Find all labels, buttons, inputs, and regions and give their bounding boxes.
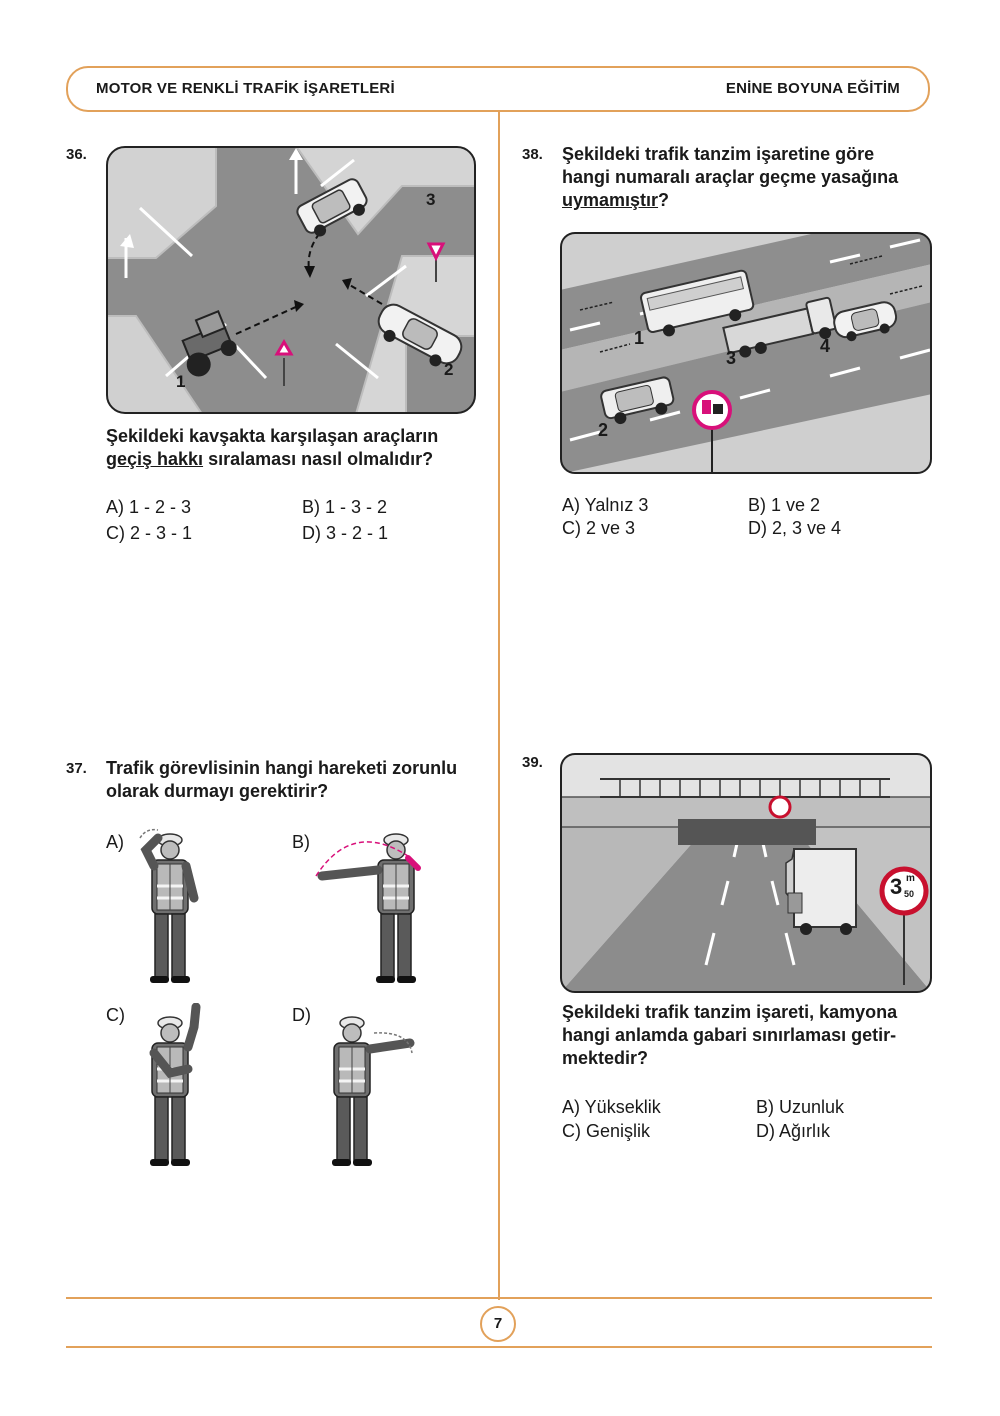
q38-number: 38. [522, 146, 543, 163]
q38-vehicle-label-3: 3 [726, 348, 737, 368]
q36-vehicle-label-1: 1 [176, 372, 186, 391]
q36-option-c[interactable]: C) 2 - 3 - 1 [106, 523, 193, 543]
q37-officer-a[interactable] [130, 828, 220, 990]
q37-question-text: Trafik görevlisinin hangi hareketi zorun… [106, 757, 496, 803]
q38-option-b[interactable]: B) 1 ve 2 [748, 495, 821, 515]
q39-option-c[interactable]: C) Genişlik [562, 1121, 651, 1141]
q39-sign-sub: 50 [904, 889, 915, 899]
q37-figure-label-b: B) [292, 832, 310, 852]
q39-option-a[interactable]: A) Yükseklik [562, 1097, 661, 1117]
q39-bridge-figure: 3 m 50 [560, 753, 932, 993]
q38-text-line3: ? [658, 190, 670, 210]
page-number: 7 [480, 1306, 516, 1342]
q39-text-line3: mektedir? [562, 1048, 649, 1068]
q36-vehicle-label-3: 3 [426, 190, 436, 209]
q38-road-figure: 1 2 3 4 [560, 232, 932, 474]
q37-officer-b[interactable] [312, 828, 438, 990]
q36-text-underlined: geçiş hakkı [106, 449, 204, 469]
q37-text-line2: olarak durmayı gerektirir? [106, 781, 329, 801]
q36-option-d[interactable]: D) 3 - 2 - 1 [302, 523, 389, 543]
q37-figure-label-c: C) [106, 1005, 125, 1025]
q39-number: 39. [522, 754, 543, 771]
footer-rule-top [66, 1297, 932, 1299]
header-right-title: ENİNE BOYUNA EĞİTİM [725, 80, 900, 97]
q38-vehicle-label-2: 2 [598, 420, 609, 440]
q37-officer-c[interactable] [130, 1003, 220, 1171]
q38-option-d[interactable]: D) 2, 3 ve 4 [748, 518, 842, 538]
q37-officer-d[interactable] [312, 1003, 422, 1171]
q36-text-line1: Şekildeki kavşakta karşılaşan araçların [106, 426, 439, 446]
q39-question-text: Şekildeki trafik tanzim işareti, kamyona… [562, 1001, 932, 1070]
q38-text-line1: Şekildeki trafik tanzim işaretine göre [562, 144, 875, 164]
q37-text-line1: Trafik görevlisinin hangi hareketi zorun… [106, 758, 458, 778]
q39-sign-unit: m [906, 873, 915, 884]
q38-text-underlined: uymamıştır [562, 190, 659, 210]
q38-vehicle-label-1: 1 [634, 328, 645, 348]
q36-text-line2: sıralaması nasıl olmalıdır? [203, 449, 434, 469]
q39-option-b[interactable]: B) Uzunluk [756, 1097, 845, 1117]
q38-question-text: Şekildeki trafik tanzim işaretine göre h… [562, 143, 932, 212]
q39-sign-main: 3 [890, 874, 903, 899]
q38-vehicle-label-4: 4 [820, 336, 831, 356]
q38-option-a[interactable]: A) Yalnız 3 [562, 495, 649, 515]
q37-figure-label-a: A) [106, 832, 124, 852]
q36-option-b[interactable]: B) 1 - 3 - 2 [302, 497, 388, 517]
page-header: MOTOR VE RENKLİ TRAFİK İŞARETLERİ ENİNE … [66, 66, 930, 112]
q36-number: 36. [66, 146, 87, 163]
q39-option-d[interactable]: D) Ağırlık [756, 1121, 831, 1141]
q37-number: 37. [66, 760, 87, 777]
q36-option-a[interactable]: A) 1 - 2 - 3 [106, 497, 192, 517]
q36-question-text: Şekildeki kavşakta karşılaşan araçların … [106, 425, 496, 471]
footer-rule-bottom [66, 1346, 932, 1348]
column-divider [498, 112, 500, 1300]
q36-vehicle-label-2: 2 [444, 360, 454, 379]
header-left-title: MOTOR VE RENKLİ TRAFİK İŞARETLERİ [96, 80, 395, 97]
q39-text-line1: Şekildeki trafik tanzim işareti, kamyona [562, 1002, 898, 1022]
q37-figure-label-d: D) [292, 1005, 311, 1025]
q39-text-line2: hangi anlamda gabari sınırlaması getir- [562, 1025, 897, 1045]
q38-text-line2: hangi numaralı araçlar geçme yasağına [562, 167, 899, 187]
q38-option-c[interactable]: C) 2 ve 3 [562, 518, 636, 538]
q36-intersection-figure: 1 2 3 [106, 146, 476, 414]
